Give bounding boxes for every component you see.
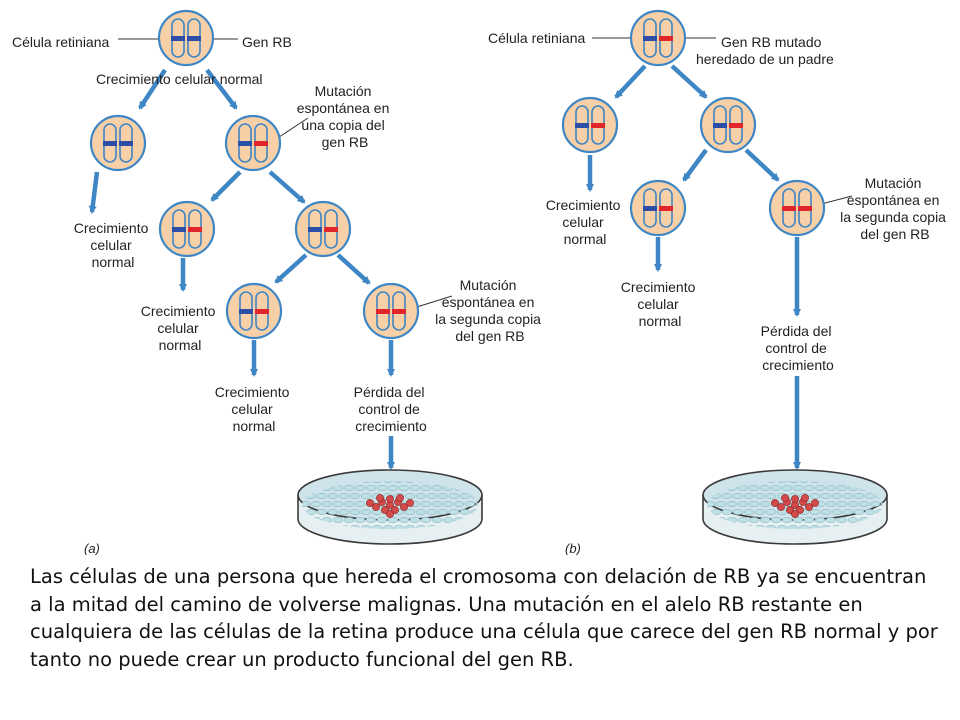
- label-second-mutation-b: Mutación espontánea en la segunda copia …: [840, 175, 950, 242]
- retinal-cell: [294, 200, 352, 258]
- label-retinal-cell-a: Célula retiniana: [12, 34, 109, 50]
- rb-allele-normal: [643, 36, 657, 41]
- tumor-cell: [771, 499, 779, 507]
- label-loss-of-control-b: Pérdida del control de crecimiento: [761, 323, 836, 373]
- label-normal-growth-top: Crecimiento celular normal: [96, 71, 263, 87]
- retinal-cell: [768, 179, 826, 237]
- label-normal-growth-b2: Crecimiento celular normal: [621, 279, 700, 329]
- growth-arrow: [336, 253, 371, 285]
- tumor-cell: [366, 499, 374, 507]
- rb-allele-normal: [103, 141, 117, 146]
- tumor-cell: [777, 503, 785, 511]
- rb-allele-mutant: [729, 123, 743, 128]
- tumor-cell: [811, 499, 819, 507]
- label-second-mutation-a: Mutación espontánea en la segunda copia …: [435, 277, 545, 344]
- tumor-cell: [781, 494, 789, 502]
- rb-allele-mutant: [188, 227, 202, 232]
- tumor-cell: [801, 494, 809, 502]
- rb-allele-normal: [119, 141, 133, 146]
- label-normal-growth-a1: Crecimiento celular normal: [74, 220, 153, 270]
- rb-allele-normal: [575, 123, 589, 128]
- growth-arrow: [274, 253, 308, 284]
- rb-allele-mutant: [659, 36, 673, 41]
- rb-allele-mutant: [392, 309, 406, 314]
- tumor-cell: [805, 503, 813, 511]
- rb-allele-mutant: [254, 141, 268, 146]
- rb-allele-mutant: [798, 206, 812, 211]
- growth-arrow: [205, 68, 238, 110]
- retinal-cell: [629, 179, 687, 237]
- rb-allele-normal: [308, 227, 322, 232]
- label-retinal-cell-b: Célula retiniana: [488, 30, 585, 46]
- rb-allele-mutant: [376, 309, 390, 314]
- tumor-cell: [376, 494, 384, 502]
- retinal-cell: [362, 282, 420, 340]
- rb-allele-normal: [171, 36, 185, 41]
- retinal-cell: [224, 114, 282, 172]
- label-normal-growth-a2: Crecimiento celular normal: [141, 303, 220, 353]
- culture-dishes: [297, 469, 888, 545]
- rb-allele-normal: [713, 123, 727, 128]
- tumor-cell: [386, 510, 394, 518]
- rb-allele-normal: [239, 309, 253, 314]
- tumor-cell: [400, 503, 408, 511]
- diagram-labels: Célula retiniana Gen RB Crecimiento celu…: [12, 30, 950, 555]
- tumor-cell: [791, 510, 799, 518]
- rb-allele-normal: [643, 206, 657, 211]
- growth-arrow: [88, 171, 100, 214]
- culture-dish: [702, 469, 888, 545]
- rb-allele-normal: [187, 36, 201, 41]
- panel-label-b: (b): [565, 541, 581, 555]
- rb-allele-mutant: [324, 227, 338, 232]
- rb-allele-mutant: [659, 206, 673, 211]
- tumor-cell: [372, 503, 380, 511]
- rb-allele-normal: [172, 227, 186, 232]
- label-rb-gene-a: Gen RB: [242, 34, 292, 50]
- growth-arrow: [744, 148, 780, 182]
- label-loss-of-control-a: Pérdida del control de crecimiento: [354, 384, 429, 434]
- retinal-cell: [699, 96, 757, 154]
- label-first-mutation-a: Mutación espontánea en una copia del gen…: [297, 83, 394, 150]
- growth-arrow: [138, 68, 167, 110]
- growth-arrow: [268, 170, 306, 204]
- label-normal-growth-a3: Crecimiento celular normal: [215, 384, 294, 434]
- growth-arrow: [210, 170, 242, 202]
- retinal-cell: [157, 9, 215, 67]
- rb-allele-mutant: [782, 206, 796, 211]
- growth-arrow: [682, 148, 708, 182]
- retinal-cell: [225, 282, 283, 340]
- retinal-cell: [561, 96, 619, 154]
- growth-arrow: [614, 64, 647, 99]
- tumor-cell: [791, 495, 799, 503]
- retinal-cell: [158, 200, 216, 258]
- panel-label-a: (a): [84, 541, 100, 555]
- rb-allele-mutant: [255, 309, 269, 314]
- culture-dish: [297, 469, 483, 545]
- tumor-cell: [386, 495, 394, 503]
- retinal-cell: [89, 114, 147, 172]
- rb-allele-mutant: [591, 123, 605, 128]
- retinal-cell: [629, 9, 687, 67]
- rb-allele-normal: [238, 141, 252, 146]
- label-rb-mutated-b: Gen RB mutado heredado de un padre: [696, 34, 834, 67]
- label-normal-growth-b1: Crecimiento celular normal: [546, 197, 625, 247]
- retinal-cells: [89, 9, 826, 340]
- tumor-cell: [396, 494, 404, 502]
- growth-arrows: [88, 64, 801, 470]
- growth-arrow: [670, 64, 708, 99]
- retinoblastoma-diagram: Célula retiniana Gen RB Crecimiento celu…: [12, 9, 950, 555]
- tumor-cell: [406, 499, 414, 507]
- caption-text: Las células de una persona que hereda el…: [30, 565, 938, 671]
